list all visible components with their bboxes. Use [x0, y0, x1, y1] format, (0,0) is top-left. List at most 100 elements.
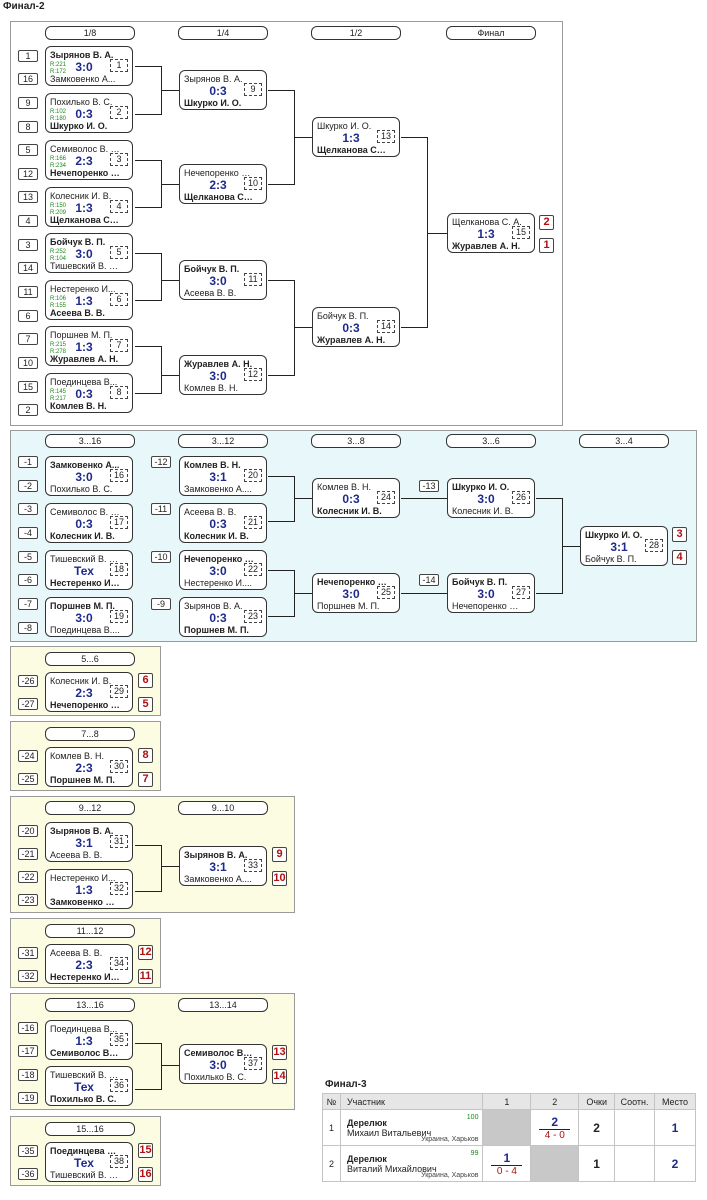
match-box[interactable]: Колесник И. В. R:150 R:209 1:3 4 Щелкано…: [45, 187, 133, 227]
connector-line: [135, 1043, 162, 1044]
place-badge: 16: [138, 1167, 153, 1182]
match-box[interactable]: Зырянов В. А. R:221 R:172 3:0 1 Замковен…: [45, 46, 133, 86]
match-box[interactable]: Комлев В. Н. 3:1 20 Замковенко А....: [179, 456, 267, 496]
participant-cell[interactable]: Дерелюк Виталий Михайлович 99 Украина, Х…: [339, 1145, 484, 1182]
connector-line: [294, 498, 312, 499]
seed: 6: [18, 310, 38, 322]
match-box[interactable]: Тишевский В. ?... Тех 18 Нестеренко И...…: [45, 550, 133, 590]
seed: -6: [18, 574, 38, 586]
player-name: Асеева В. В.: [50, 850, 103, 860]
col-header: 1: [482, 1093, 532, 1110]
player-name: Бойчук В. П.: [585, 554, 637, 564]
player-name: Щелканова С. А.: [50, 215, 120, 225]
player-name: Колесник И. В.: [50, 531, 115, 541]
match-number: 16: [110, 469, 128, 482]
match-box[interactable]: Бойчук В. П. 3:0 27 Нечепоренко В...: [447, 573, 535, 613]
match-score: 1:3: [75, 883, 93, 897]
match-box[interactable]: Шкурко И. О. 3:0 26 Колесник И. В.: [447, 478, 535, 518]
match-box[interactable]: Поршнев М. П. R:215 R:278 1:3 7 Журавлев…: [45, 326, 133, 366]
seed: -32: [18, 970, 38, 982]
col-header: Место: [654, 1093, 696, 1110]
match-box[interactable]: Семиволос В. М. 0:3 17 Колесник И. В.: [45, 503, 133, 543]
match-box[interactable]: Щелканова С. А. 1:3 15 Журавлев А. Н.: [447, 213, 535, 253]
connector-line: [401, 327, 428, 328]
final3-table: № Участник 1 2 Очки Соотн. Место 1 Дерел…: [322, 1093, 696, 1182]
ratio-cell: [614, 1145, 656, 1182]
match-box[interactable]: Поединцева В... Тех 38 Тишевский В. ?...: [45, 1142, 133, 1182]
match-box[interactable]: Нестеренко И... R:106 R:155 1:3 6 Асеева…: [45, 280, 133, 320]
connector-line: [161, 253, 162, 301]
player-name: Нечепоренко В...: [50, 700, 120, 710]
seed: -7: [18, 598, 38, 610]
match-box[interactable]: Семиволос В. М. R:166 R:234 2:3 3 Нечепо…: [45, 140, 133, 180]
rating: R:234: [50, 163, 67, 169]
stage-3-8: 3...8: [311, 434, 401, 448]
player-name: Шкурко И. О.: [50, 121, 108, 131]
seed: -9: [151, 598, 171, 610]
seed: -3: [18, 503, 38, 515]
match-score: Тех: [74, 564, 94, 578]
seed: 10: [18, 357, 38, 369]
match-box[interactable]: Шкурко И. О. 3:1 28 Бойчук В. П.: [580, 526, 668, 566]
match-box[interactable]: Нечепоренко В... 3:0 22 Нестеренко И....: [179, 550, 267, 590]
match-box[interactable]: Поршнев М. П. 3:0 19 Поединцева В....: [45, 597, 133, 637]
match-box[interactable]: Поединцева В... R:145 R:217 0:3 8 Комлев…: [45, 373, 133, 413]
place-badge: 14: [272, 1069, 287, 1084]
rating: R:145: [50, 389, 67, 395]
match-box[interactable]: Зырянов В. А. 3:1 31 Асеева В. В.: [45, 822, 133, 862]
match-box[interactable]: Комлев В. Н. 0:3 24 Колесник И. В.: [312, 478, 400, 518]
match-score: 3:1: [209, 470, 227, 484]
match-box[interactable]: Асеева В. В. 0:3 21 Колесник И. В.: [179, 503, 267, 543]
match-number: 28: [645, 539, 663, 552]
match-box[interactable]: Комлев В. Н. 2:3 30 Поршнев М. П.: [45, 747, 133, 787]
connector-line: [294, 476, 295, 522]
points-cell: 2: [578, 1109, 616, 1146]
match-box[interactable]: Семиволос В. М. 3:0 37 Похилько В. С.: [179, 1044, 267, 1084]
match-score: 2:3: [75, 761, 93, 775]
result-cell[interactable]: 2 4 - 0: [530, 1109, 580, 1146]
match-box[interactable]: Зырянов В. А. 0:3 23 Поршнев М. П.: [179, 597, 267, 637]
connector-line: [401, 498, 447, 499]
seed: -11: [151, 503, 171, 515]
participant-location: Украина, Харьков: [421, 1136, 479, 1143]
seed: -22: [18, 871, 38, 883]
match-box[interactable]: Зырянов В. А. 0:3 9 Шкурко И. О.: [179, 70, 267, 110]
match-score: 2:3: [75, 958, 93, 972]
place-badge: 13: [272, 1045, 287, 1060]
match-box[interactable]: Шкурко И. О. 1:3 13 Щелканова С. А.: [312, 117, 400, 157]
player-name: Асеева В. В.: [50, 308, 105, 318]
match-box[interactable]: Бойчук В. П. 0:3 14 Журавлев А. Н.: [312, 307, 400, 347]
participant-rating: 100: [466, 1114, 479, 1121]
match-box[interactable]: Тишевский В. ?... Тех 36 Похилько В. С.: [45, 1066, 133, 1106]
match-box[interactable]: Колесник И. В. 2:3 29 Нечепоренко В...: [45, 672, 133, 712]
participant-cell[interactable]: Дерелюк Михаил Витальевич 100 Украина, Х…: [339, 1109, 484, 1146]
connector-line: [268, 90, 295, 91]
match-score: 1:3: [342, 131, 360, 145]
result-cell[interactable]: 1 0 - 4: [482, 1145, 532, 1182]
match-box[interactable]: Зырянов В. А. 3:1 33 Замковенко А....: [179, 846, 267, 886]
col-header: Очки: [578, 1093, 616, 1110]
seed: -24: [18, 750, 38, 762]
match-box[interactable]: Нечепоренко В... 3:0 25 Поршнев М. П.: [312, 573, 400, 613]
match-box[interactable]: Нечепоренко В... 2:3 10 Щелканова С. А.: [179, 164, 267, 204]
match-number: 18: [110, 563, 128, 576]
place-badge: 3: [672, 527, 687, 542]
match-box[interactable]: Бойчук В. П. R:252 R:104 3:0 5 Тишевский…: [45, 233, 133, 273]
match-score: 0:3: [342, 492, 360, 506]
rating: R:155: [50, 303, 67, 309]
match-score: 0:3: [75, 387, 93, 401]
player-name: Журавлев А. Н.: [50, 354, 119, 364]
connector-line: [536, 593, 563, 594]
match-box[interactable]: Поединцева В... 1:3 35 Семиволос В. М.: [45, 1020, 133, 1060]
match-box[interactable]: Нестеренко И... 1:3 32 Замковенко А....: [45, 869, 133, 909]
seed: 1: [18, 50, 38, 62]
match-number: 23: [244, 610, 262, 623]
connector-line: [268, 570, 295, 571]
match-box[interactable]: Асеева В. В. 2:3 34 Нестеренко И....: [45, 944, 133, 984]
match-box[interactable]: Замковенко А... 3:0 16 Похилько В. С.: [45, 456, 133, 496]
match-box[interactable]: Журавлев А. Н. 3:0 12 Комлев В. Н.: [179, 355, 267, 395]
match-box[interactable]: Похилько В. С. R:102 R:180 0:3 2 Шкурко …: [45, 93, 133, 133]
match-box[interactable]: Бойчук В. П. 3:0 11 Асеева В. В.: [179, 260, 267, 300]
connector-line: [135, 891, 162, 892]
connector-line: [268, 616, 295, 617]
